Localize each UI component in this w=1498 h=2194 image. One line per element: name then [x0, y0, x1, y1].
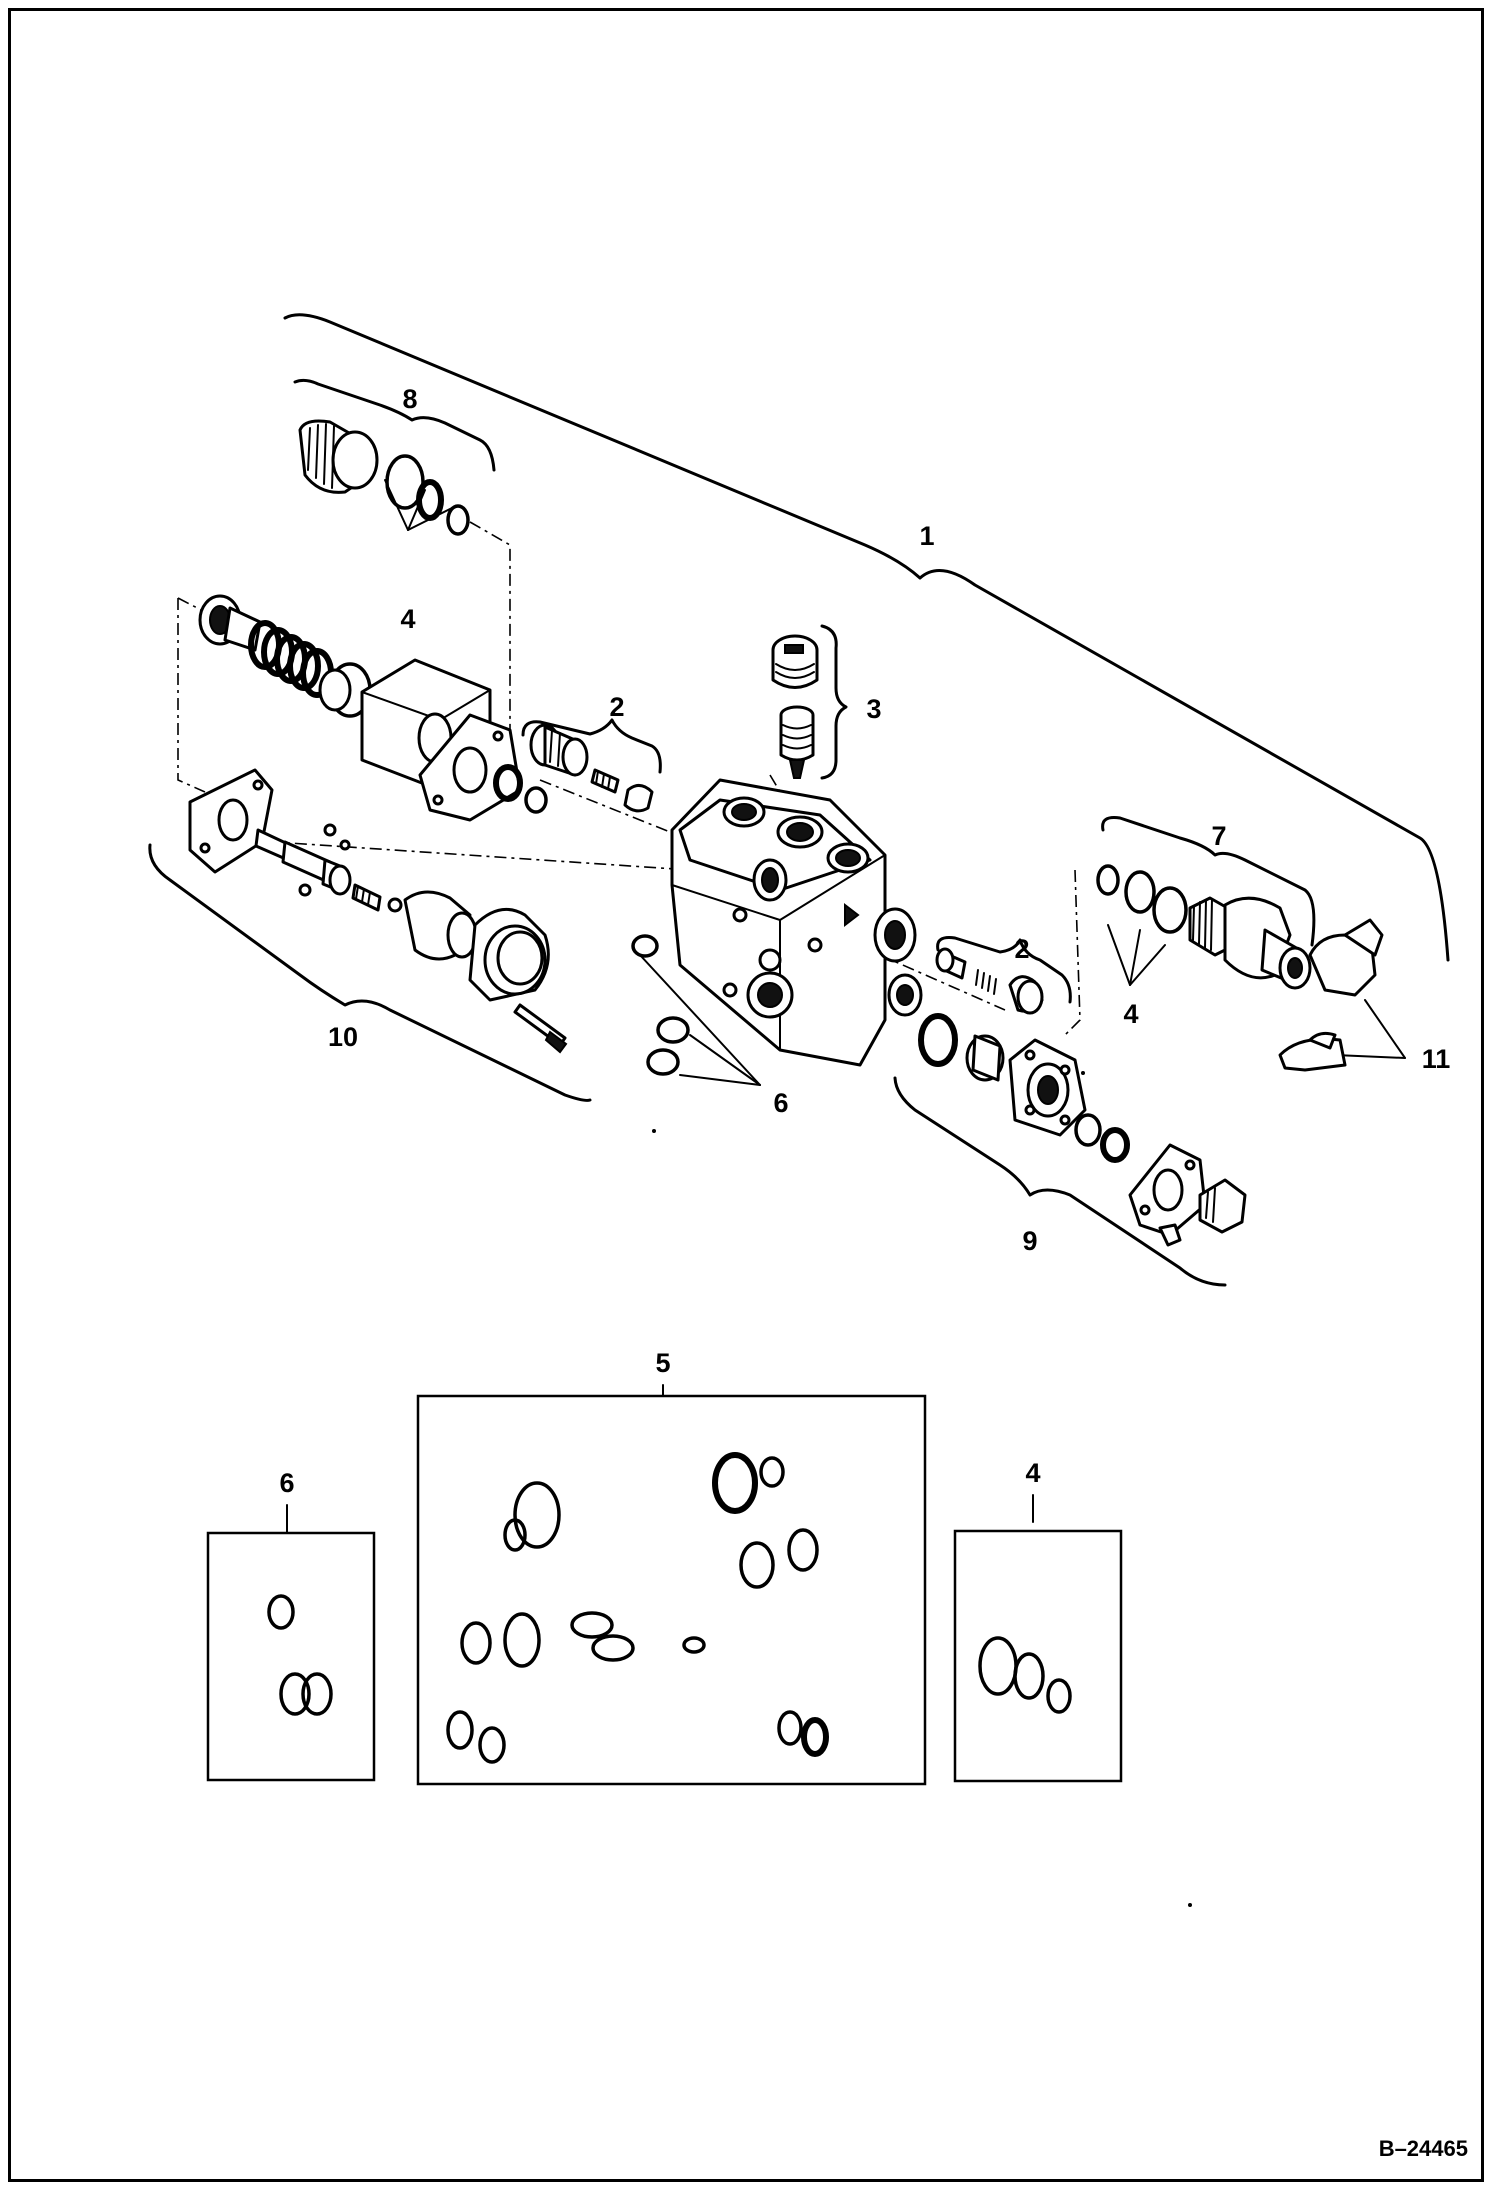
- spool-assembly-10: [188, 768, 568, 1054]
- callout-8: 8: [402, 384, 417, 414]
- seal-ring: [493, 764, 523, 802]
- check-valve-2-right: [935, 947, 1044, 1015]
- bracket-1: [283, 313, 1450, 962]
- callout-10: 10: [328, 1022, 358, 1052]
- callout-7: 7: [1211, 821, 1226, 851]
- seal-ring: [524, 786, 548, 814]
- spring-assembly: [198, 594, 372, 718]
- seal-kit-6-rings: [267, 1594, 333, 1716]
- o-rings-6: [631, 934, 690, 1076]
- speck: [652, 1129, 656, 1133]
- relief-cartridge-8: [298, 419, 470, 536]
- callout-4-left: 4: [400, 604, 415, 634]
- relief-valve-7: [1096, 864, 1312, 990]
- bracket-3: [820, 624, 848, 780]
- plug-3: [771, 634, 819, 689]
- callout-9: 9: [1022, 1226, 1037, 1256]
- check-valve-2-left: [529, 723, 654, 813]
- callout-3: 3: [866, 694, 881, 724]
- callout-2-right: 2: [1014, 934, 1029, 964]
- bracket-9: [893, 1076, 1227, 1287]
- gasket-left: [418, 713, 522, 822]
- callout-2-left: 2: [609, 692, 624, 722]
- callout-5: 5: [655, 1348, 670, 1378]
- bracket-8: [293, 378, 496, 472]
- seal-kit-box-5: [416, 1394, 927, 1786]
- callout-4-box: 4: [1025, 1458, 1040, 1488]
- seal-kit-box-6: [206, 1531, 376, 1782]
- callout-4-right: 4: [1123, 999, 1138, 1029]
- poppet-3: [779, 705, 815, 779]
- bracket-7: [1101, 816, 1316, 947]
- seal-kit-5-rings: [446, 1452, 829, 1764]
- center-lines: [177, 521, 1081, 1036]
- callout-11: 11: [1422, 1044, 1451, 1074]
- callout-1: 1: [919, 521, 934, 551]
- drawing-border: [8, 8, 1484, 2182]
- callout-6: 6: [773, 1088, 788, 1118]
- bracket-2-right: [936, 936, 1072, 1004]
- caps-11: [1278, 918, 1384, 1072]
- valve-section-body-1: [670, 778, 923, 1067]
- seal-kit-4-rings: [978, 1636, 1072, 1714]
- bracket-2-left: [521, 718, 662, 774]
- document-number: B–24465: [1379, 2136, 1468, 2161]
- speck: [1188, 1903, 1192, 1907]
- bracket-10: [148, 843, 592, 1102]
- cover-9: [918, 1013, 1247, 1247]
- speck: [1081, 1071, 1085, 1075]
- callout-6-box: 6: [279, 1468, 294, 1498]
